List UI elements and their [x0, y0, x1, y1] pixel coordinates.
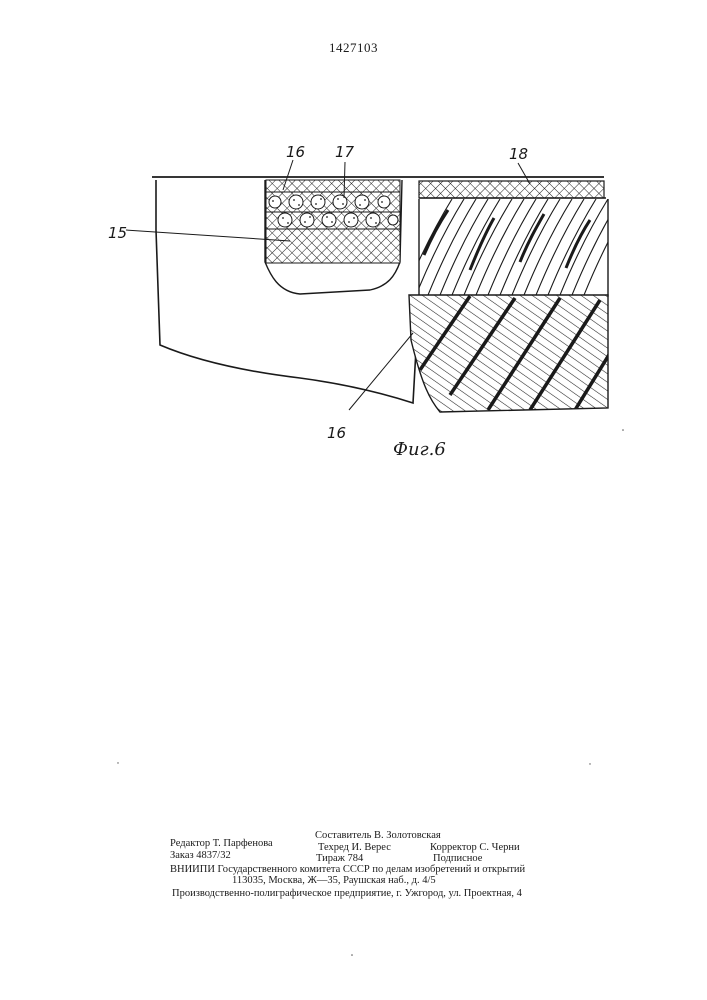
order-line: Заказ 4837/32 [170, 850, 231, 862]
printing-line: Производственно-полиграфическое предприя… [172, 888, 522, 900]
address-line: 113035, Москва, Ж—35, Раушская наб., д. … [232, 875, 436, 887]
editor-line: Редактор Т. Парфенова [170, 838, 273, 850]
compiler-line: Составитель В. Золотовская [315, 830, 441, 842]
